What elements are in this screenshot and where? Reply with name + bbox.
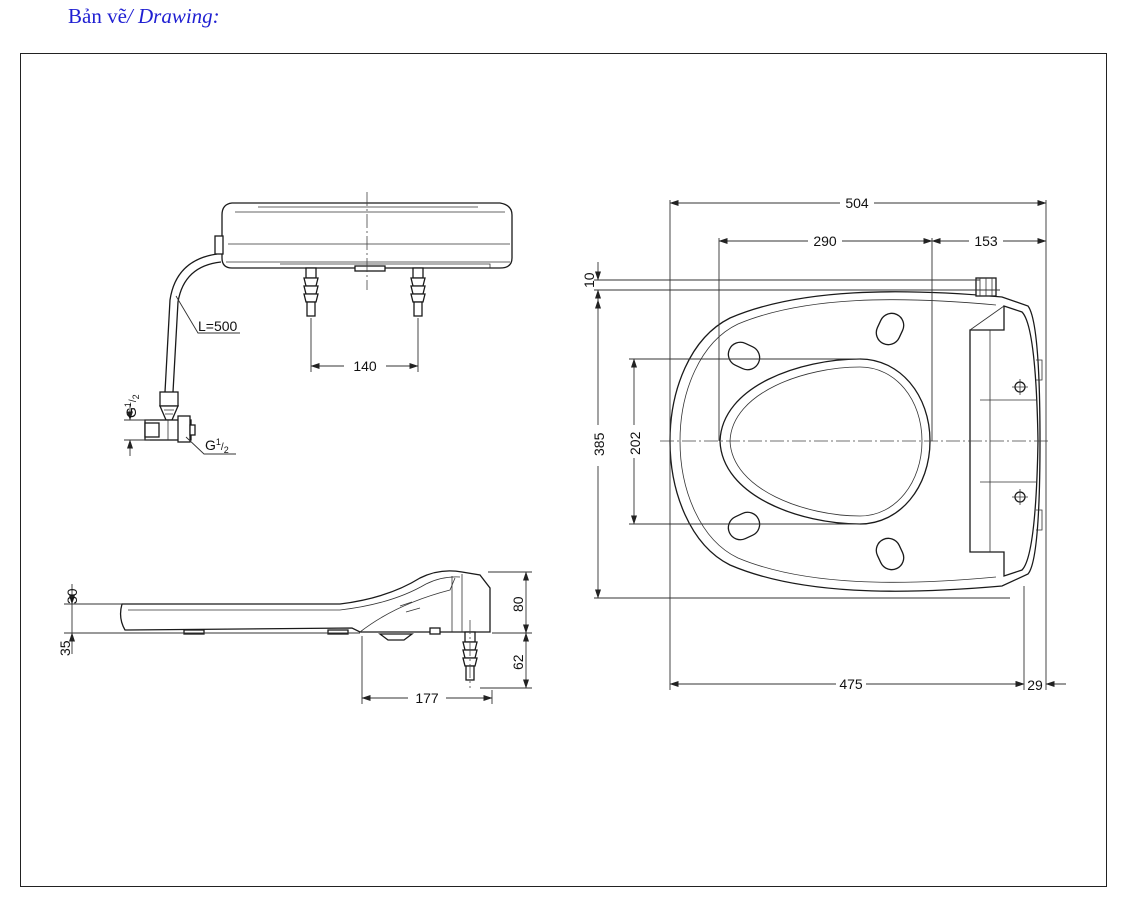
side-view-seat — [119, 570, 491, 633]
drawing-frame — [20, 53, 1107, 887]
top-view-nozzle — [354, 265, 386, 272]
heading-separator: / — [126, 4, 138, 28]
dim-fitting-height: 10 — [581, 272, 597, 288]
bumper-bottom-left — [727, 511, 761, 541]
hose — [164, 253, 218, 393]
side-view: 30 35 80 62 177 — [57, 570, 532, 706]
dim-overall-length: 504 — [845, 195, 869, 211]
drawing-heading: Bản vẽ/ Drawing: — [68, 4, 220, 29]
plan-view-seat-opening — [719, 358, 931, 525]
dim-body-height: 80 — [510, 596, 526, 612]
svg-text:G1/2: G1/2 — [205, 437, 229, 455]
svg-text:G1/2: G1/2 — [123, 394, 141, 418]
heading-english: Drawing: — [138, 4, 220, 28]
plan-view: 504 290 153 10 385 202 475 29 — [581, 195, 1066, 693]
dim-mounting-to-front: 475 — [839, 676, 863, 692]
mounting-bolt-left — [303, 267, 319, 317]
heading-vietnamese: Bản vẽ — [68, 4, 127, 28]
top-view-inlet-fitting — [214, 235, 224, 255]
angle-valve — [144, 391, 196, 443]
dim-seat-offset: 35 — [57, 640, 73, 656]
dim-bolt-spacing: 140 — [353, 358, 377, 374]
bumper-top-left — [727, 341, 761, 371]
mounting-bolt-right — [410, 267, 426, 317]
dim-seat-thickness: 30 — [64, 588, 80, 604]
top-view: 140 L=500 G1/2 G1/2 — [123, 192, 513, 456]
dim-opening-length: 290 — [813, 233, 837, 249]
dim-bolt-length: 62 — [510, 654, 526, 670]
thread-label-inlet: G1/2 — [123, 394, 141, 418]
dim-rear-section: 153 — [974, 233, 998, 249]
dim-rear-offset: 29 — [1027, 677, 1043, 693]
dim-opening-width: 202 — [627, 431, 643, 455]
bumper-bottom-right — [875, 537, 905, 571]
thread-label-outlet: G1/2 — [205, 437, 229, 455]
top-view-body — [221, 202, 513, 269]
dim-overall-width: 385 — [591, 432, 607, 456]
hose-length-label: L=500 — [198, 318, 238, 334]
bumper-top-right — [875, 312, 905, 346]
dim-rear-depth: 177 — [415, 690, 439, 706]
